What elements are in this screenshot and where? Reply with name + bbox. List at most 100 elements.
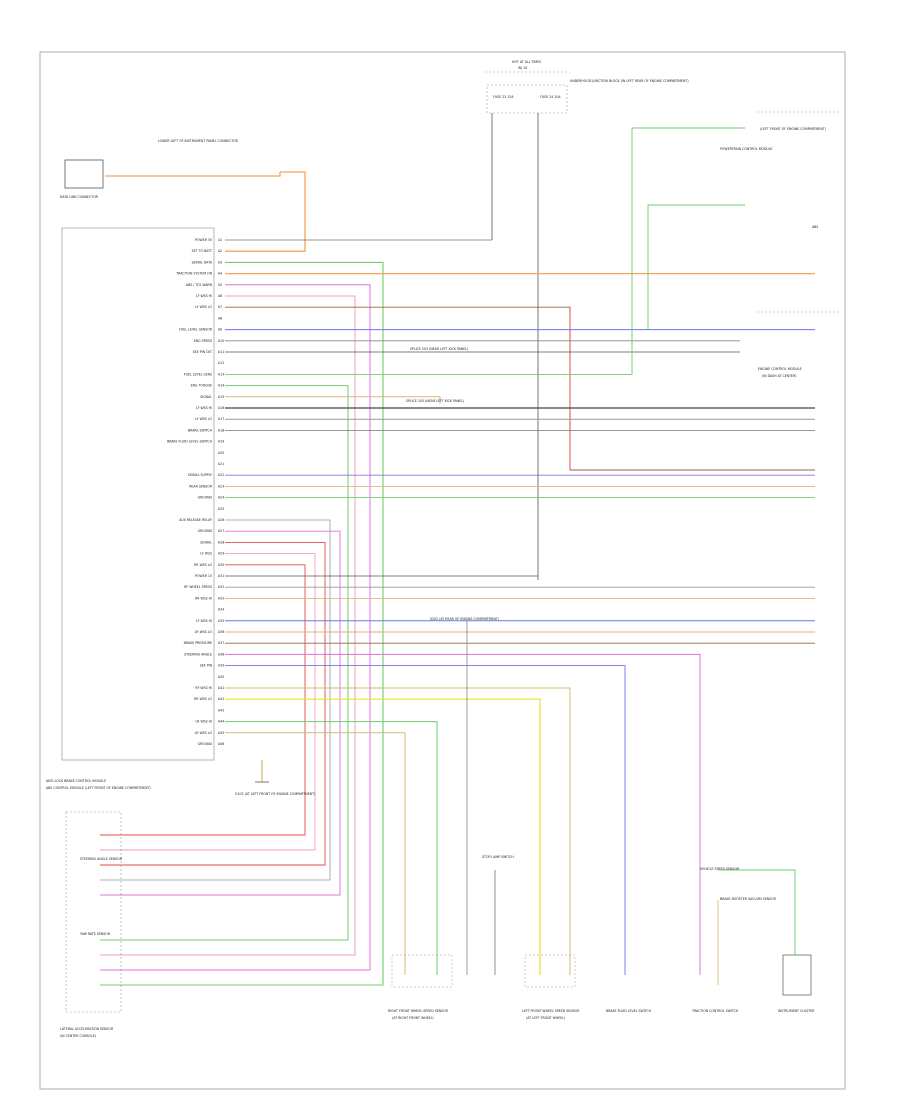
pin-label: LF WSS HI	[196, 619, 212, 623]
pin-label: LR WSS LO	[195, 731, 213, 735]
wire	[100, 295, 356, 956]
brake-switch: BRAKE FLUID LEVEL SWITCH	[606, 1009, 652, 1013]
wire	[225, 127, 745, 375]
pin-label: ENG SPEED	[194, 339, 213, 343]
fuse-num: W/ 10	[518, 66, 527, 70]
pin-label: FUEL LEVEL SENS	[184, 372, 212, 376]
pin-number: A12	[218, 361, 224, 365]
abs-module-desc: ABS CONTROL MODULE (LEFT FRONT OF ENGINE…	[46, 786, 151, 790]
fuse-right: FUSE 24 10A	[540, 95, 561, 99]
pin-number: A3	[218, 260, 222, 264]
rf-wheel-sensor: RIGHT FRONT WHEEL SPEED SENSOR	[388, 1009, 449, 1013]
pin-number: A42	[218, 697, 224, 701]
fuse-box-desc: UNDERHOOD JUNCTION BLOCK (IN LEFT REAR O…	[570, 79, 689, 83]
wire	[100, 564, 306, 836]
pin-label: RF WHEEL SPEED	[184, 585, 212, 589]
pcm-label: POWERTRAIN CONTROL MODULE	[720, 147, 773, 151]
pin-number: A16	[218, 406, 224, 410]
wire	[225, 306, 815, 471]
wire	[225, 687, 571, 975]
pin-label: RF WSS HI	[195, 686, 212, 690]
pin-number: A26	[218, 518, 224, 522]
tcs-switch: TRACTION CONTROL SWITCH	[691, 1009, 739, 1013]
cluster-desc: (IN DASH AT CENTER)	[762, 374, 797, 378]
pin-number: A35	[218, 619, 224, 623]
pin-label: LF WSS HI	[196, 294, 212, 298]
pin-number: A18	[218, 428, 224, 432]
pin-number: A8	[218, 316, 222, 320]
wire	[100, 519, 331, 881]
pin-number: A5	[218, 283, 222, 287]
pin-label: RR WSS LO	[194, 697, 212, 701]
pin-label: LF WSS LO	[195, 305, 212, 309]
pin-number: A45	[218, 731, 224, 735]
pin-label: BRAKE FLUID LEVEL SWITCH	[167, 440, 213, 444]
pin-number: A39	[218, 664, 224, 668]
abs-module-label: ANTI-LOCK BRAKE CONTROL MODULE	[46, 779, 106, 783]
data-link-connector: DATA LINK CONNECTOR LOWER LEFT OF INSTRU…	[60, 139, 239, 199]
wire	[100, 541, 326, 866]
wire	[100, 385, 349, 941]
pin-number: A37	[218, 641, 224, 645]
wire	[105, 171, 306, 252]
pin-number: A17	[218, 417, 224, 421]
ground-g103: G103 (AT LEFT FRONT OF ENGINE COMPARTMEN…	[235, 760, 315, 796]
sensor-block: STEERING ANGLE SENSOR YAW RATE SENSOR LA…	[60, 811, 123, 1038]
pin-number: A24	[218, 496, 224, 500]
pin-label: BRAKE SWITCH	[188, 428, 213, 432]
pin-number: A28	[218, 540, 224, 544]
pin-number: A22	[218, 473, 224, 477]
wire	[100, 284, 371, 971]
pin-number: A41	[218, 686, 224, 690]
wire	[225, 653, 701, 975]
fuse-box: HOT AT ALL TIMES W/ 10 FUSE 23 15A FUSE …	[485, 60, 689, 580]
pin-number: A36	[218, 630, 224, 634]
pin-number: A46	[218, 742, 224, 746]
pin-number: A13	[218, 372, 224, 376]
pin-label: POWER 10	[195, 574, 212, 578]
wire	[100, 530, 341, 896]
pin-number: A43	[218, 708, 224, 712]
lat-sensor: LATERAL ACCELERATION SENSOR	[60, 1027, 114, 1031]
pin-label: SIGNAL	[200, 395, 212, 399]
yaw-sensor: YAW RATE SENSOR	[80, 932, 111, 936]
ecm-desc: (LEFT FRONT OF ENGINE COMPARTMENT)	[760, 127, 826, 131]
diagram-border	[39, 51, 846, 1090]
pin-label: SIGNAL SUPPLY	[188, 473, 212, 477]
wire	[100, 261, 384, 986]
bottom-components: RIGHT FRONT WHEEL SPEED SENSOR (AT RIGHT…	[388, 855, 815, 1020]
wire	[718, 869, 796, 955]
pin-label: TRACTION SYSTEM ON	[175, 272, 212, 276]
pin-number: A6	[218, 294, 222, 298]
pin-number: A31	[218, 574, 224, 578]
pin-number: A15	[218, 395, 224, 399]
pin-number: A23	[218, 484, 224, 488]
corner-tag: ABS	[812, 225, 818, 229]
brake-booster: BRAKE BOOSTER VACUUM SENSOR	[720, 897, 777, 901]
pin-number: A40	[218, 675, 224, 679]
yaw-desc: (IN CENTER CONSOLE)	[60, 1034, 96, 1038]
ground-label: G103 (AT LEFT FRONT OF ENGINE COMPARTMEN…	[235, 792, 315, 796]
pin-number: A1	[218, 238, 222, 242]
pin-number: A21	[218, 462, 224, 466]
pin-number: A30	[218, 563, 224, 567]
pin-number: A25	[218, 507, 224, 511]
pin-label: GROUND	[198, 529, 213, 533]
wires	[100, 127, 815, 986]
pin-label: LR WSS HI	[195, 720, 212, 724]
pin-number: A34	[218, 608, 224, 612]
pin-label: LR WSS LO	[195, 630, 213, 634]
pin-label: SET TO BATT	[192, 249, 212, 253]
pin-number: A44	[218, 720, 224, 724]
pin-number: A7	[218, 305, 222, 309]
pin-label: SEE PIN	[200, 664, 213, 668]
pin-number: A14	[218, 384, 224, 388]
pin-label: ABS / TCS WARN	[186, 283, 213, 287]
pin-label: FUEL LEVEL SENSOR	[179, 328, 213, 332]
pin-label: SIGNAL	[200, 540, 212, 544]
stop-switch: STOP LAMP SWITCH	[482, 855, 514, 859]
pin-label: RR WSS HI	[195, 596, 212, 600]
pin-number: A32	[218, 585, 224, 589]
